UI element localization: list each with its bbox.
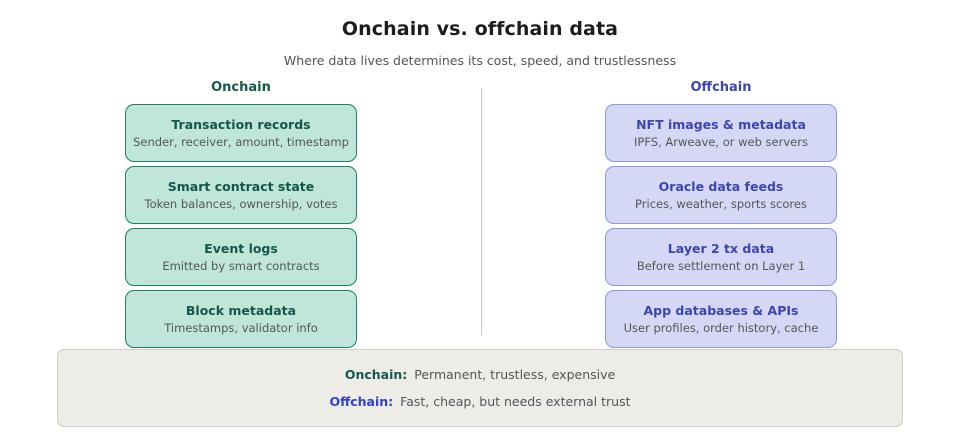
card-title: Event logs: [204, 241, 278, 256]
card-description: Emitted by smart contracts: [162, 258, 320, 273]
offchain-card: Oracle data feeds Prices, weather, sport…: [605, 166, 837, 224]
card-title: App databases & APIs: [643, 303, 799, 318]
card-description: Prices, weather, sports scores: [635, 196, 807, 211]
card-title: NFT images & metadata: [636, 117, 806, 132]
onchain-card: Transaction records Sender, receiver, am…: [125, 104, 357, 162]
offchain-card: App databases & APIs User profiles, orde…: [605, 290, 837, 348]
summary-text-onchain: Permanent, trustless, expensive: [414, 367, 616, 382]
card-title: Smart contract state: [167, 179, 315, 194]
card-title: Transaction records: [171, 117, 311, 132]
card-description: Before settlement on Layer 1: [636, 258, 806, 273]
summary-text-offchain: Fast, cheap, but needs external trust: [400, 394, 631, 409]
summary-label-onchain: Onchain:: [344, 367, 408, 382]
column-heading-onchain: Onchain: [211, 80, 271, 95]
summary-panel: Onchain: Permanent, trustless, expensive…: [57, 349, 903, 427]
onchain-card: Smart contract state Token balances, own…: [125, 166, 357, 224]
summary-line: Onchain: Permanent, trustless, expensive: [345, 367, 615, 382]
offchain-card: Layer 2 tx data Before settlement on Lay…: [605, 228, 837, 286]
onchain-card: Block metadata Timestamps, validator inf…: [125, 290, 357, 348]
summary-line: Offchain: Fast, cheap, but needs externa…: [329, 394, 630, 409]
card-description: Sender, receiver, amount, timestamp: [133, 134, 349, 149]
card-title: Block metadata: [185, 303, 297, 318]
page-subtitle: Where data lives determines its cost, sp…: [283, 53, 677, 68]
card-description: IPFS, Arweave, or web servers: [634, 134, 808, 149]
card-title: Layer 2 tx data: [667, 241, 775, 256]
offchain-card: NFT images & metadata IPFS, Arweave, or …: [605, 104, 837, 162]
column-divider: [481, 88, 482, 335]
card-description: Timestamps, validator info: [164, 320, 318, 335]
card-description: User profiles, order history, cache: [623, 320, 819, 335]
summary-label-offchain: Offchain:: [329, 394, 394, 409]
card-description: Token balances, ownership, votes: [144, 196, 338, 211]
column-heading-offchain: Offchain: [690, 80, 752, 95]
card-title: Oracle data feeds: [658, 179, 784, 194]
page-title: Onchain vs. offchain data: [341, 18, 619, 40]
onchain-card: Event logs Emitted by smart contracts: [125, 228, 357, 286]
